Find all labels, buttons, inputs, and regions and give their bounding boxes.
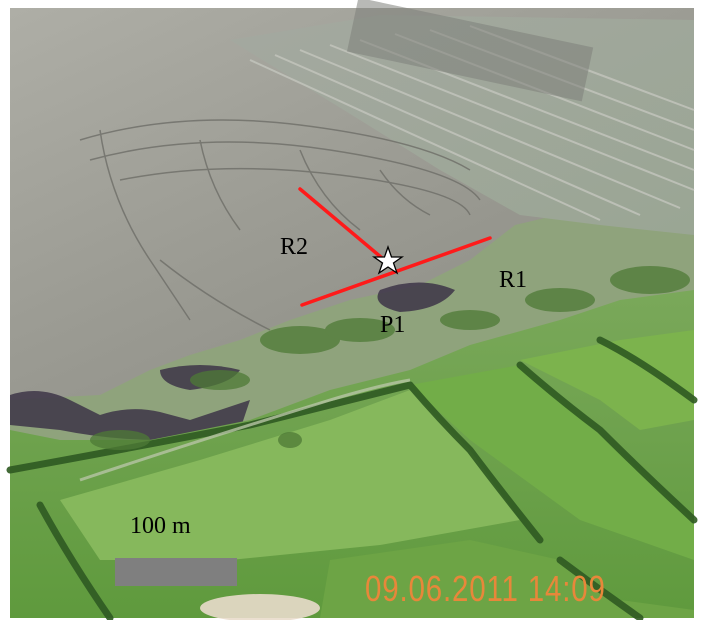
bog-drainage-channels (79, 119, 481, 331)
field-center (60, 390, 520, 560)
transect-line-r2 (298, 187, 390, 265)
label-r1: R1 (499, 267, 528, 293)
field-middle-right (410, 365, 694, 560)
field-lower-right (320, 540, 694, 618)
bare-ground-patch (200, 594, 320, 622)
dark-peat-block (347, 0, 594, 102)
farm-track (79, 378, 411, 482)
label-r2: R2 (280, 234, 309, 260)
scale-label: 100 m (130, 513, 191, 539)
date-timestamp: 09.06.2011 14:09 (365, 568, 606, 609)
star-icon (371, 245, 405, 275)
scrub-vegetation (90, 266, 690, 450)
scale-bar (115, 558, 237, 586)
label-p1: P1 (380, 312, 406, 338)
field-upper-right (520, 330, 694, 430)
